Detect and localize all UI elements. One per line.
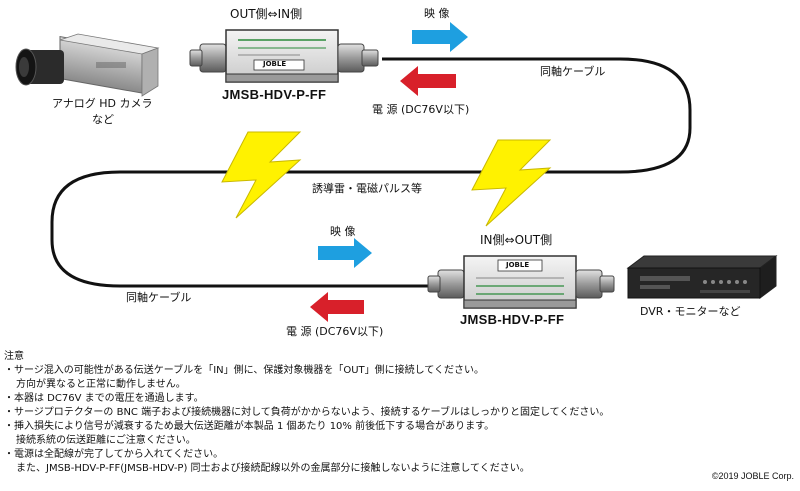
- model-label-top: JMSB-HDV-P-FF: [222, 87, 327, 102]
- surge-label: 誘導雷・電磁パルス等: [312, 182, 422, 195]
- video-label-bottom: 映 像: [330, 225, 356, 238]
- cable-label-bottom: 同軸ケーブル: [126, 291, 192, 304]
- note-item: また、JMSB-HDV-P-FF(JMSB-HDV-P) 同士および接続配線以外…: [16, 463, 530, 474]
- copyright: ©2019 JOBLE Corp.: [711, 471, 794, 481]
- camera-sub-label: など: [92, 113, 114, 126]
- notes-section: 注意 ・サージ混入の可能性がある伝送ケーブルを「IN」側に、保護対象機器を「OU…: [4, 350, 704, 476]
- cable-label-top: 同軸ケーブル: [540, 65, 606, 78]
- brand-mark-bottom: JOBLE: [506, 261, 530, 269]
- note-item: 方向が異なると正常に動作しません。: [16, 379, 186, 390]
- dvr-label: DVR・モニターなど: [640, 305, 741, 318]
- brand-mark-top: JOBLE: [263, 60, 287, 68]
- note-item: ・電源は全配線が完了してから入れてください。: [4, 449, 224, 460]
- note-item: ・本器は DC76V までの電圧を通過します。: [4, 393, 204, 404]
- lightning-icon-left: [221, 131, 302, 219]
- power-label-top: 電 源 (DC76V以下): [372, 103, 470, 116]
- bottom-side-label: IN側⇔OUT側: [480, 233, 553, 247]
- dvr-icon: [626, 255, 778, 299]
- power-arrow-top: [400, 66, 456, 96]
- model-label-bottom: JMSB-HDV-P-FF: [460, 312, 565, 327]
- power-label-bottom: 電 源 (DC76V以下): [286, 325, 384, 338]
- video-arrow-top: [412, 22, 468, 52]
- surge-protector-top: [189, 29, 379, 83]
- note-item: ・サージ混入の可能性がある伝送ケーブルを「IN」側に、保護対象機器を「OUT」側…: [4, 365, 485, 376]
- note-item: 接続系統の伝送距離にご注意ください。: [16, 435, 196, 446]
- note-item: ・サージプロテクターの BNC 端子および接続機器に対して負荷がかからないよう、…: [4, 407, 610, 418]
- surge-protector-bottom: [427, 255, 615, 309]
- lightning-icon-right: [471, 139, 552, 227]
- camera-label: アナログ HD カメラ: [52, 97, 153, 110]
- power-arrow-bottom: [310, 292, 364, 322]
- video-label-top: 映 像: [424, 7, 450, 20]
- camera-icon: [15, 33, 160, 97]
- video-arrow-bottom: [318, 238, 372, 268]
- note-item: ・挿入損失により信号が減衰するため最大伝送距離が本製品 1 個あたり 10% 前…: [4, 421, 495, 432]
- coax-cable: [50, 57, 692, 288]
- notes-heading: 注意: [4, 351, 24, 362]
- top-side-label: OUT側⇔IN側: [230, 7, 303, 21]
